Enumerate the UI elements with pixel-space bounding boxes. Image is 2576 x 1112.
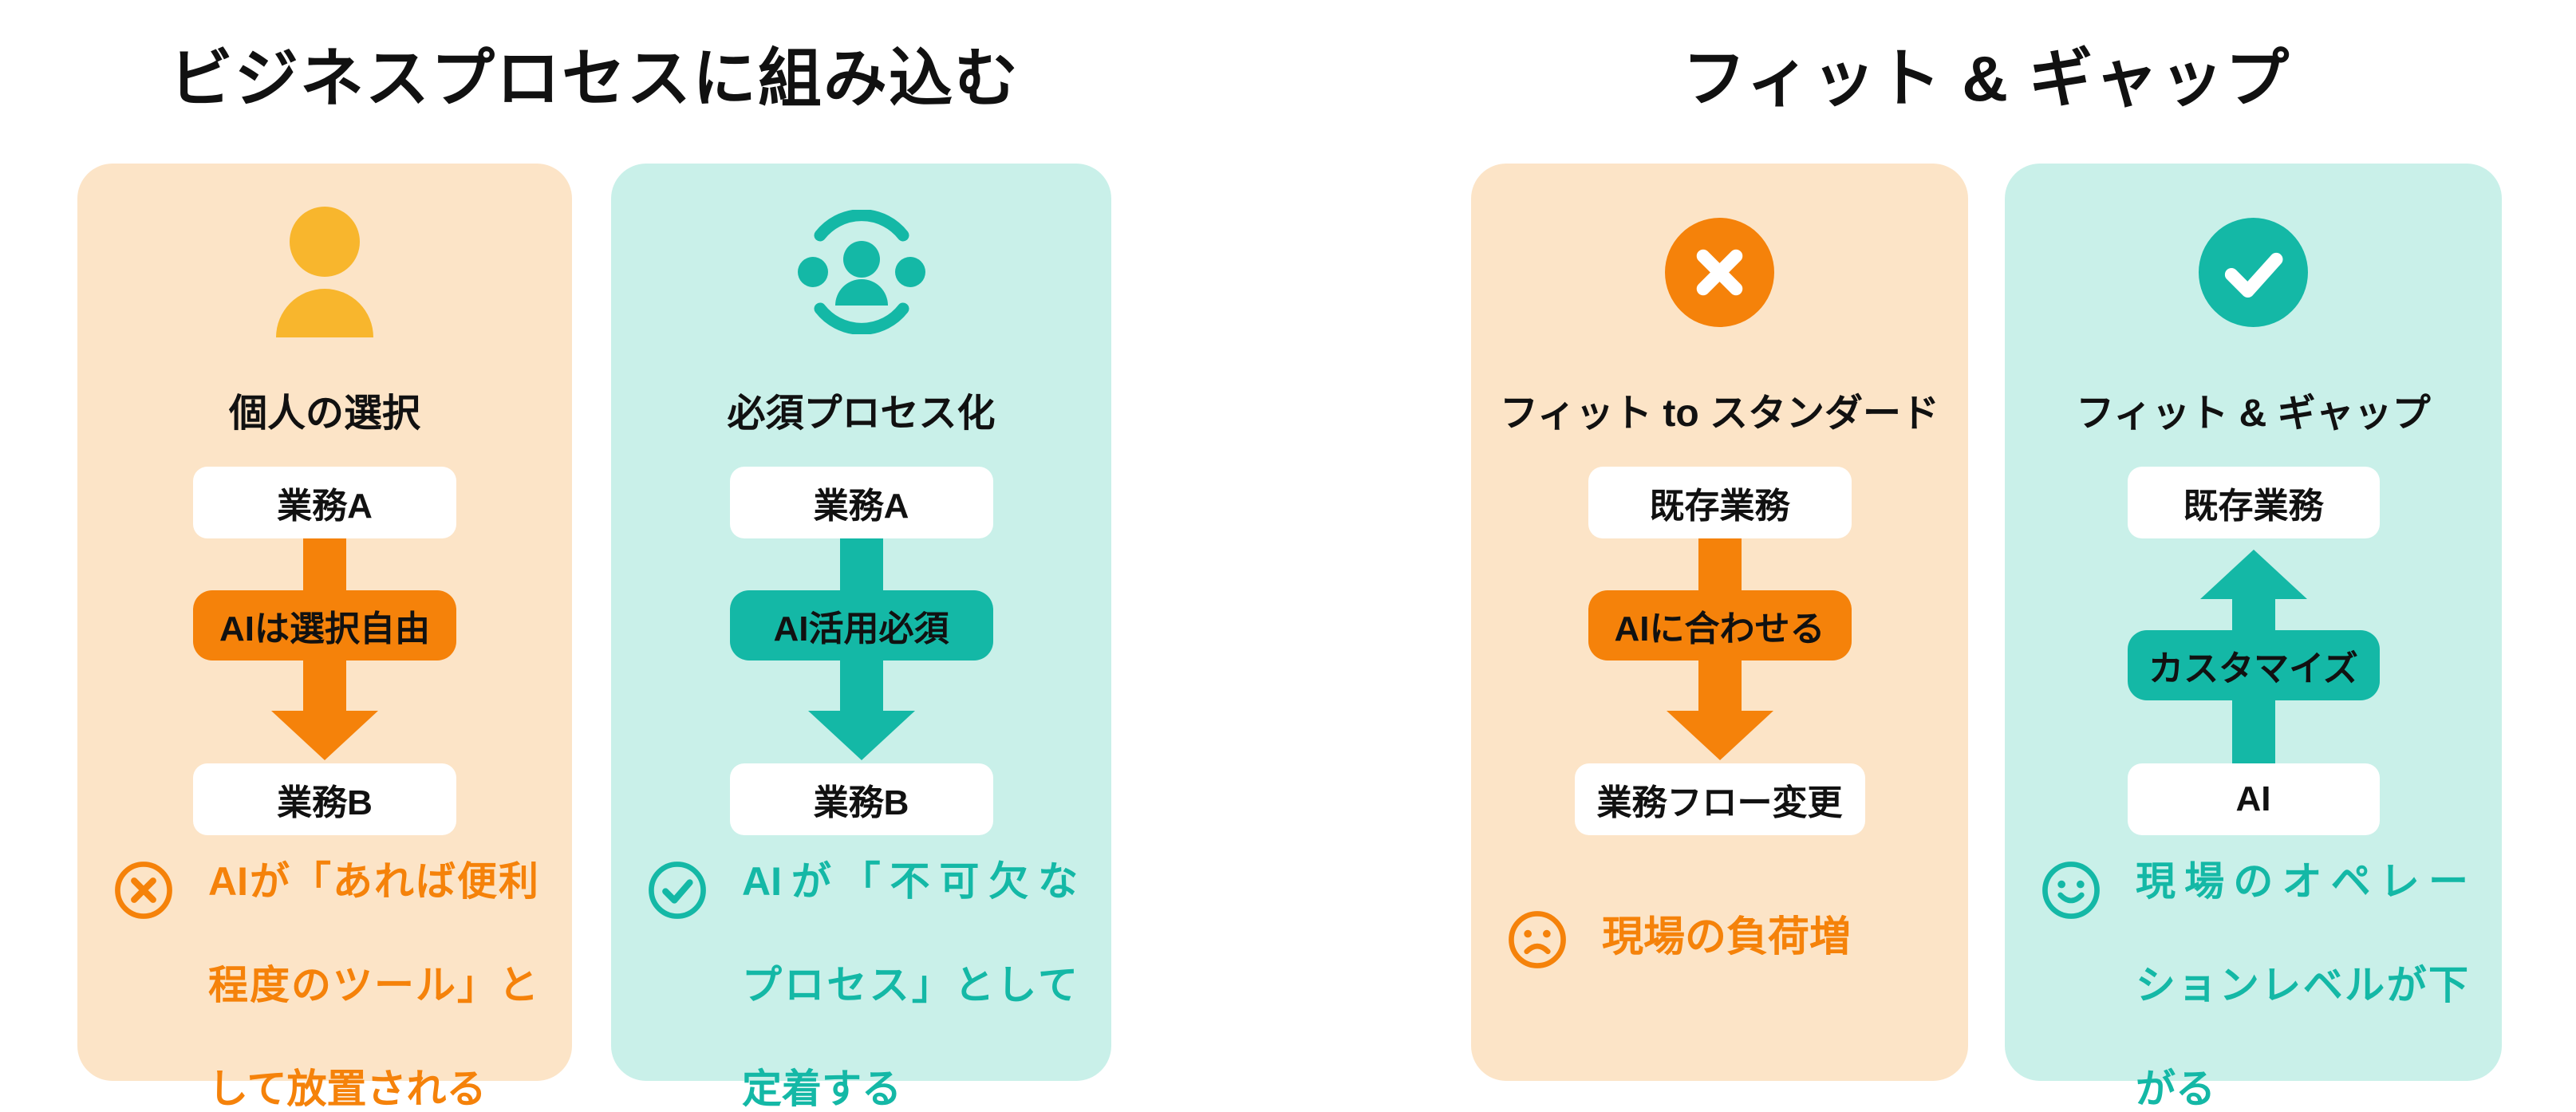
card-heading: 必須プロセス化	[727, 392, 996, 435]
flow-box-bottom: 業務フロー変更	[1574, 763, 1865, 835]
check-circle-icon	[2199, 217, 2308, 327]
flow-box-bottom: 業務B	[729, 763, 993, 835]
card-heading: 個人の選択	[228, 392, 420, 435]
card-note: AIが「あれば便利 程度のツール」と して放置される	[114, 856, 538, 1112]
note-text: AIが「あれば便利 程度のツール」と して放置される	[208, 859, 538, 1111]
x-circle-outline-icon	[114, 861, 173, 920]
card-icon-area	[1471, 203, 1968, 341]
arrow-label: AIに合わせる	[1588, 590, 1852, 660]
card-icon-area	[2005, 203, 2502, 341]
arrow-label: カスタマイズ	[2127, 630, 2380, 700]
smile-face-icon	[2041, 861, 2101, 920]
card-note: 現場のオペレー ションレベルが下 がる	[2041, 856, 2468, 1112]
team-icon	[797, 210, 925, 334]
x-circle-icon	[1665, 217, 1774, 327]
card-individual-choice: 個人の選択 業務A AIは選択自由 業務B AIが「あれば便利 程度のツール」と…	[77, 164, 572, 1111]
flow-box-top: 既存業務	[2127, 467, 2380, 538]
card-mandatory-process: 必須プロセス化 業務A AI活用必須 業務B AIが「不可欠な プロセス」として…	[611, 164, 1111, 1111]
card-icon-area	[77, 203, 572, 341]
card-heading: フィット & ギャップ	[2076, 392, 2431, 435]
card-fit-and-gap: フィット & ギャップ 既存業務 カスタマイズ AI 現場のオペレー ションレベ…	[2005, 164, 2502, 1111]
flow-box-bottom: 業務B	[193, 763, 456, 835]
person-icon	[276, 207, 373, 337]
card-note: 現場の負荷増	[1508, 905, 1935, 969]
sad-face-icon	[1508, 910, 1567, 969]
check-circle-outline-icon	[648, 861, 707, 920]
flow-box-top: 業務A	[193, 467, 456, 538]
group-title-business-process: ビジネスプロセスに組み込む	[169, 43, 1020, 114]
card-icon-area	[611, 203, 1111, 341]
arrow-label: AIは選択自由	[193, 590, 456, 660]
flow-box-top: 既存業務	[1588, 467, 1852, 538]
flow-box-top: 業務A	[729, 467, 993, 538]
arrow-label: AI活用必須	[729, 590, 993, 660]
group-title-fit-and-gap: フィット & ギャップ	[1682, 43, 2291, 114]
note-text: 現場の負荷増	[1602, 913, 1852, 960]
flow-box-bottom: AI	[2127, 763, 2380, 835]
card-heading: フィット to スタンダード	[1499, 392, 1940, 435]
note-text: AIが「不可欠な プロセス」として 定着する	[742, 859, 1078, 1111]
card-note: AIが「不可欠な プロセス」として 定着する	[648, 856, 1078, 1112]
card-fit-to-standard: フィット to スタンダード 既存業務 AIに合わせる 業務フロー変更 現場の負…	[1471, 164, 1968, 1081]
note-text: 現場のオペレー ションレベルが下 がる	[2136, 859, 2468, 1111]
